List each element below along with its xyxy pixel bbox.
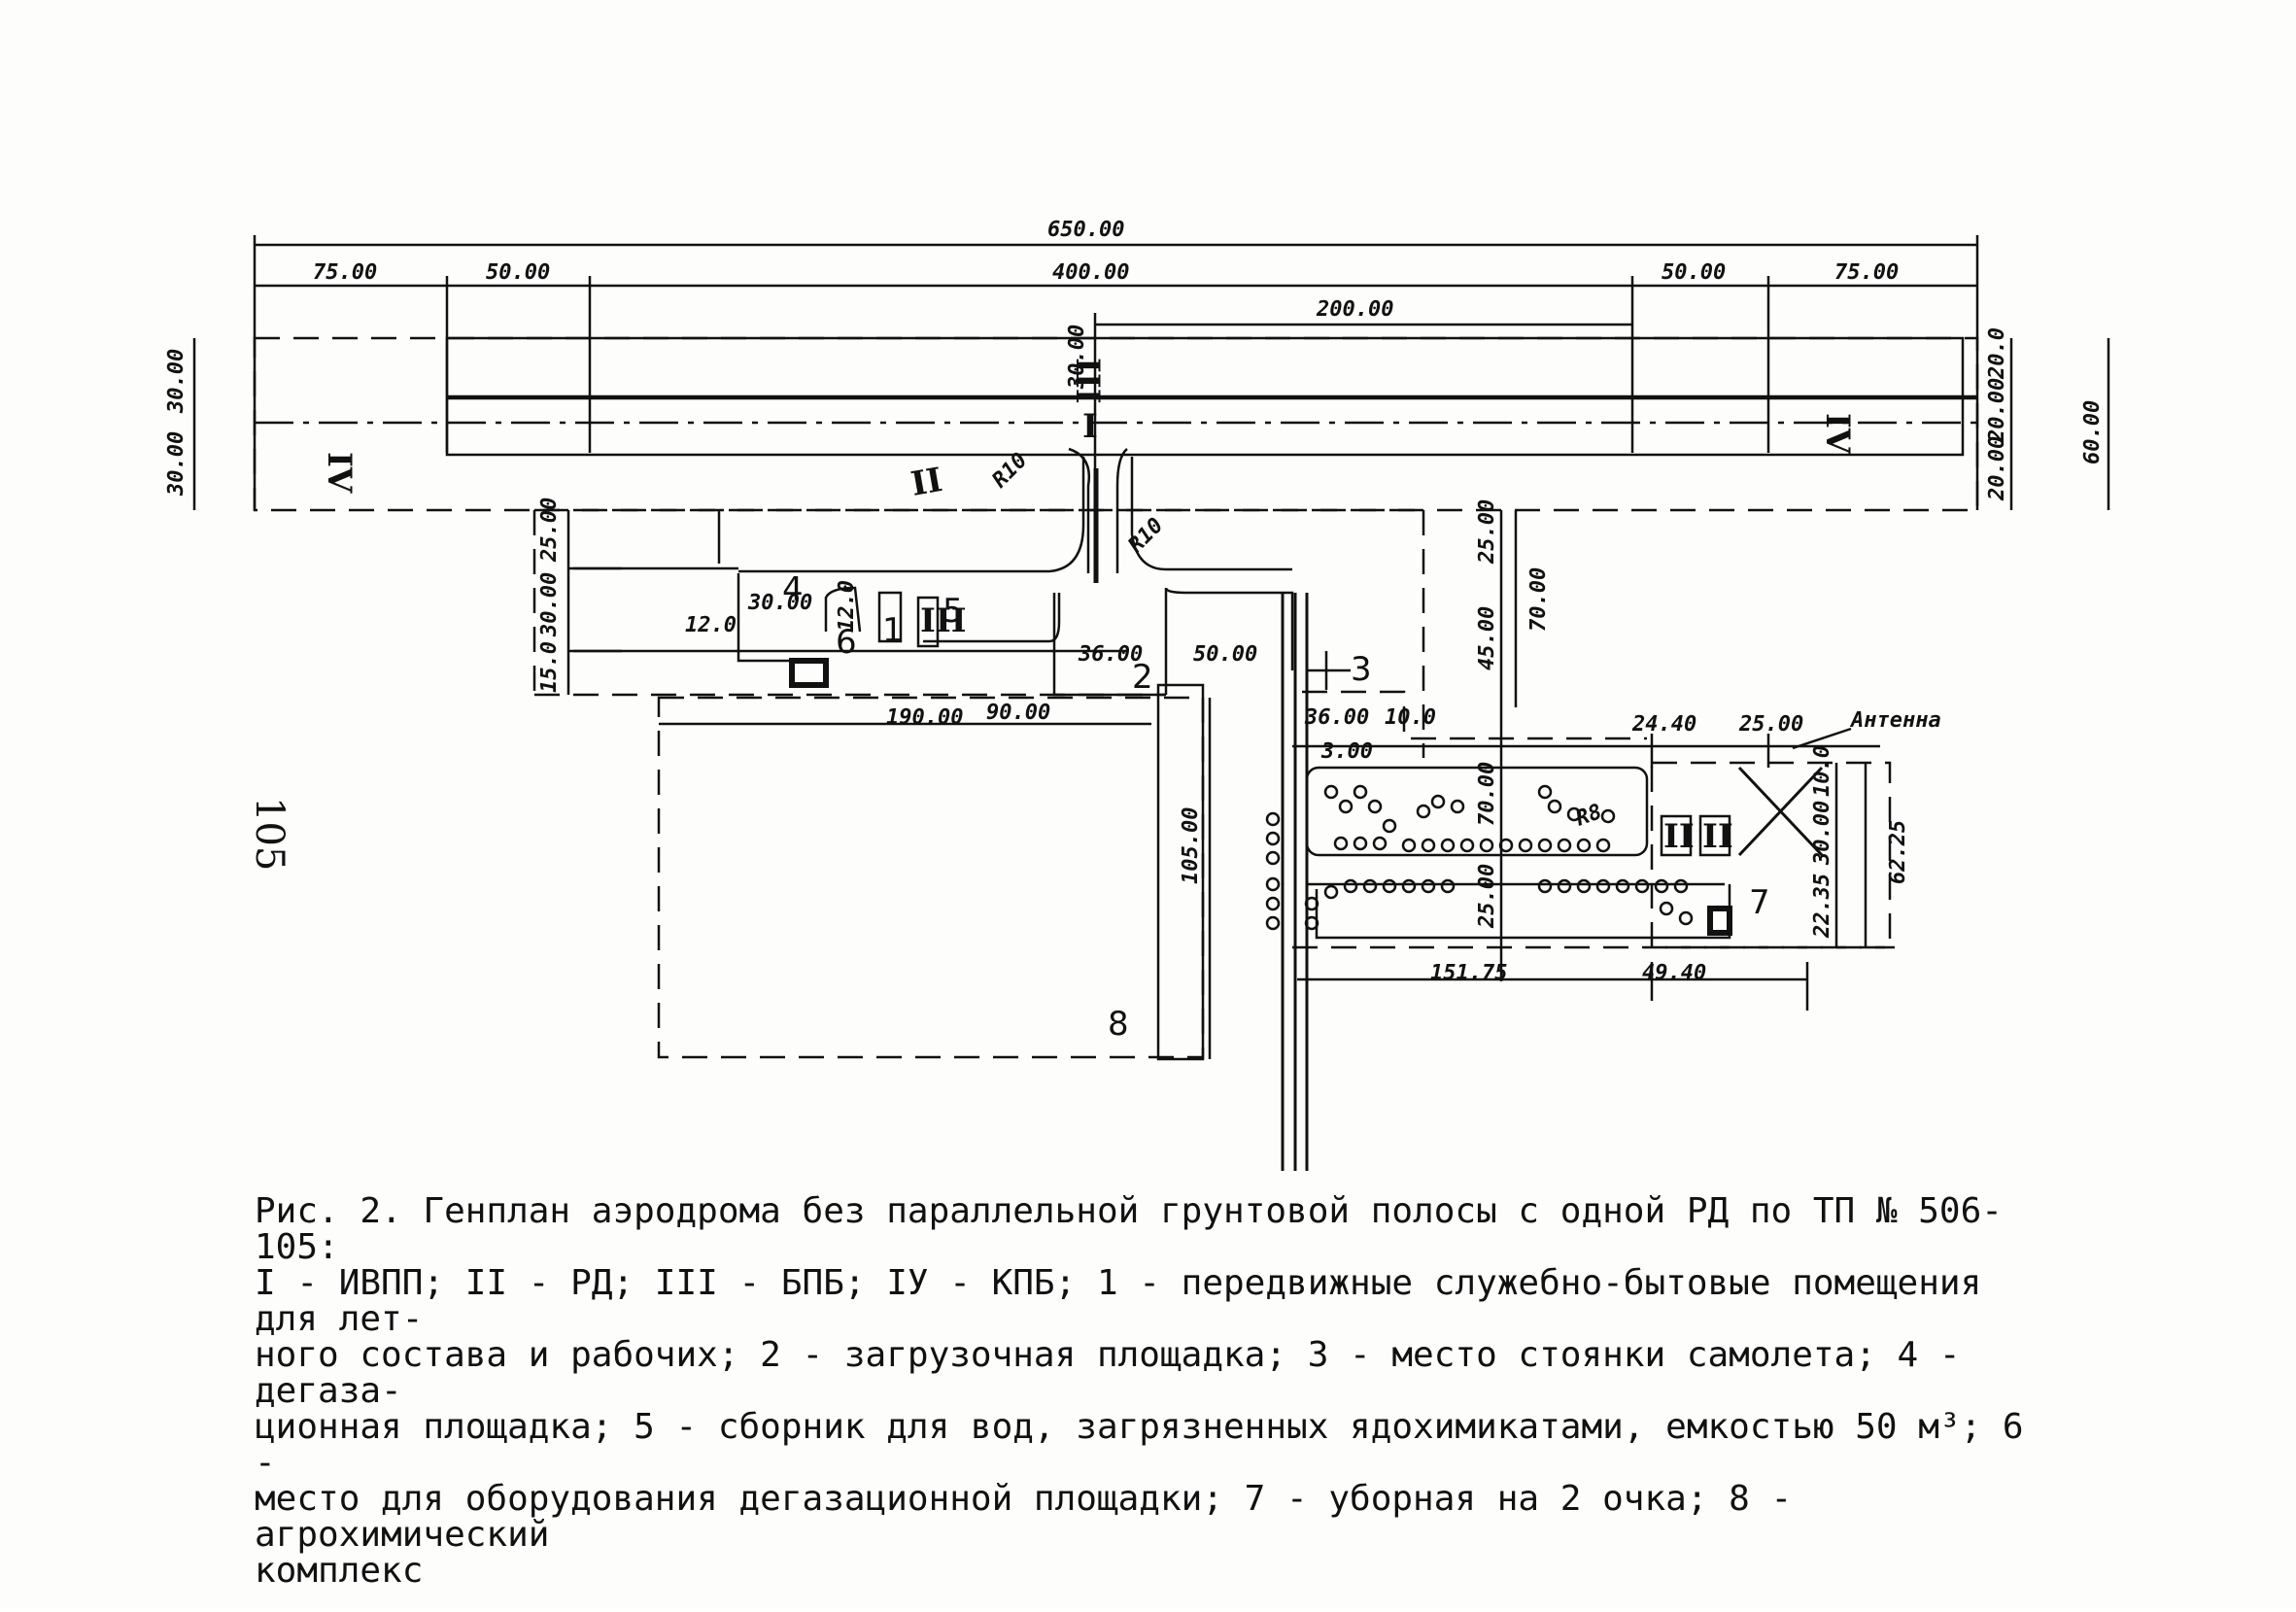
pad-6 bbox=[824, 586, 862, 633]
dim-ant-total: 62.25 bbox=[1886, 820, 1910, 884]
antenna-cross-b bbox=[1737, 766, 1824, 857]
antenna-area bbox=[1650, 761, 1892, 949]
toilet-7-box bbox=[1707, 906, 1732, 936]
tree-symbols bbox=[1265, 784, 1694, 931]
label-taxiway: II bbox=[908, 461, 945, 504]
dim-ant24-label: 24.40 bbox=[1631, 712, 1696, 737]
label-item-3: 3 bbox=[1351, 650, 1372, 689]
radius-small-label: R8 bbox=[1573, 800, 1605, 832]
access-road bbox=[1156, 683, 1205, 1061]
dim-park3-label: 3.00 bbox=[1320, 739, 1373, 764]
label-runway: I bbox=[1082, 407, 1098, 446]
agro-complex-area bbox=[657, 696, 1205, 1059]
dim-ant-h2: 30.00 bbox=[1810, 801, 1834, 866]
label-item-5: 5 bbox=[942, 592, 964, 631]
dim-total-label: 650.00 bbox=[1047, 218, 1124, 242]
dim-right-end-label: 75.00 bbox=[1834, 260, 1899, 285]
taxiway-arc-right bbox=[1130, 457, 1292, 571]
label-small-3: III bbox=[920, 601, 967, 640]
parking-apron bbox=[1305, 766, 1649, 857]
dim-right-total: 60.00 bbox=[2080, 400, 2105, 464]
dim-left-width-bottom: 30.00 bbox=[164, 431, 188, 497]
dim-right-a: 20.0 bbox=[1985, 327, 2009, 380]
taxiway-arc-left bbox=[738, 457, 1085, 573]
dim-apron-a: 25.00 bbox=[537, 497, 562, 563]
dim-90-label: 90.00 bbox=[986, 701, 1050, 725]
taxiway-right-curve bbox=[1115, 448, 1128, 573]
label-strip-left: IV bbox=[320, 452, 359, 494]
agro-access bbox=[1164, 587, 1294, 695]
dim-right70-label: 70.00 bbox=[1526, 567, 1551, 632]
pad-2 bbox=[789, 658, 829, 688]
strip-outline bbox=[253, 336, 1979, 512]
dim-center-label: 400.00 bbox=[1052, 260, 1129, 285]
dim-park36-label: 36.00 bbox=[1304, 705, 1369, 730]
dim-190-label: 190.00 bbox=[886, 705, 963, 730]
taxi-connector bbox=[1052, 593, 1166, 697]
small-3-box bbox=[916, 596, 940, 648]
dim-36-label: 36.00 bbox=[1078, 642, 1143, 667]
label-item-6: 6 bbox=[836, 623, 857, 662]
dim-pad-small: 12.0 bbox=[835, 580, 859, 632]
dim-50-label: 50.00 bbox=[1193, 642, 1257, 667]
label-small-2-left: II bbox=[1663, 817, 1695, 856]
dim-park10-label: 10.0 bbox=[1385, 705, 1436, 730]
dim-center-mark: 30.00 bbox=[1065, 325, 1089, 390]
dim-park70-label: 70.00 bbox=[1475, 762, 1499, 826]
dim-park25-label: 25.00 bbox=[1475, 864, 1499, 929]
dim-105-label: 105.00 bbox=[1179, 807, 1203, 884]
dim-right-mid-label: 50.00 bbox=[1662, 260, 1726, 285]
access-strip bbox=[1315, 884, 1731, 940]
figure-caption: Рис. 2. Генплан аэродрома без параллельн… bbox=[255, 1191, 2024, 1591]
dim-pad4-label: 12.0 bbox=[685, 613, 737, 637]
dim-right45-label: 45.00 bbox=[1475, 606, 1499, 670]
label-center-strip: III bbox=[1068, 358, 1107, 404]
small-2-left-box bbox=[1660, 814, 1693, 857]
dim-left-width-top: 30.00 bbox=[164, 349, 188, 414]
dim-left-mid-label: 50.00 bbox=[486, 260, 550, 285]
dim-apron-c: 15.0 bbox=[537, 641, 562, 693]
label-item-2: 2 bbox=[1132, 658, 1153, 697]
service-area-top bbox=[1302, 690, 1647, 740]
dim-pad1-label: 30.00 bbox=[747, 591, 812, 615]
dim-ant-h3: 22.35 bbox=[1810, 874, 1834, 939]
dim-left-end-label: 75.00 bbox=[313, 260, 377, 285]
label-antenna: Антенна bbox=[1849, 708, 1941, 733]
collector-5 bbox=[923, 593, 1061, 643]
page-number: 105 bbox=[247, 797, 291, 872]
dim-right-half-label: 200.00 bbox=[1316, 297, 1393, 322]
dim-right25-label: 25.00 bbox=[1475, 499, 1499, 565]
dim-ant-h1: 10.0 bbox=[1810, 745, 1834, 797]
dim-ant25-label: 25.00 bbox=[1738, 712, 1803, 737]
antenna-leader bbox=[1792, 727, 1852, 750]
label-strip-right: IV bbox=[1818, 413, 1857, 455]
dim-right-b: 20.00 bbox=[1985, 378, 2009, 443]
dim-49-label: 49.40 bbox=[1642, 961, 1706, 985]
label-item-4: 4 bbox=[782, 570, 804, 609]
label-item-8: 8 bbox=[1108, 1005, 1129, 1044]
taxiway-left-curve bbox=[1068, 447, 1091, 573]
dim-right-c: 20.00 bbox=[1985, 436, 2009, 501]
dim-151-label: 151.75 bbox=[1430, 961, 1507, 985]
label-item-7: 7 bbox=[1749, 883, 1770, 922]
item-1-box bbox=[877, 591, 903, 643]
radius-right-label: R10 bbox=[1124, 513, 1169, 558]
small-2-right-box bbox=[1698, 814, 1731, 857]
label-small-1: 1 bbox=[882, 611, 904, 650]
label-small-2-right: II bbox=[1702, 817, 1733, 856]
dim-apron-b: 30.00 bbox=[537, 572, 562, 637]
